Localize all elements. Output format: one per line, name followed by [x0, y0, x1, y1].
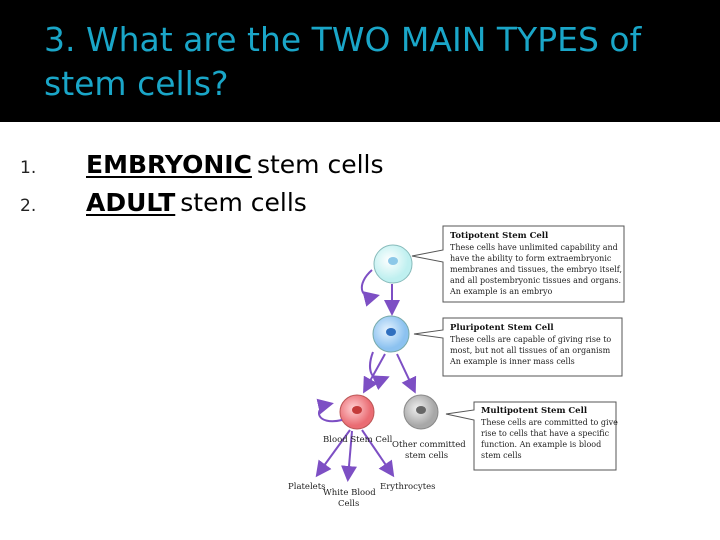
totipotent-heading: Totipotent Stem Cell [450, 231, 549, 241]
pluripotent-info-box: Pluripotent Stem Cell These cells are ca… [414, 318, 622, 376]
totipotent-cell [374, 245, 412, 283]
other-committed-cell [404, 395, 438, 429]
box-line: and all postembryonic tissues and organs… [450, 276, 621, 285]
arrow [365, 354, 385, 390]
self-renewal-arrow [319, 404, 342, 421]
multipotent-info-box: Multipotent Stem Cell These cells are co… [446, 402, 618, 470]
box-line: membranes and tissues, the embryo itself… [450, 265, 622, 274]
box-line: These cells have unlimited capability an… [450, 243, 618, 252]
pluripotent-heading: Pluripotent Stem Cell [450, 323, 554, 333]
box-line: An example is inner mass cells [449, 357, 575, 366]
box-line: stem cells [481, 451, 522, 460]
self-renewal-arrow [362, 270, 376, 297]
white-blood-cells-label: White Blood [323, 488, 376, 498]
white-blood-cells-label: Cells [338, 499, 359, 509]
other-committed-label: stem cells [405, 451, 448, 461]
box-line: function. An example is blood [481, 440, 601, 449]
box-line: most, but not all tissues of an organism [450, 346, 611, 355]
box-line: These cells are capable of giving rise t… [450, 335, 611, 344]
box-line: These cells are committed to give [481, 418, 618, 427]
other-committed-label: Other committed [392, 440, 466, 450]
blood-stem-cell [340, 395, 374, 429]
pluripotent-cell [373, 316, 409, 352]
blood-stem-cell-label: Blood Stem Cell [323, 435, 393, 445]
box-line: An example is an embryo [449, 287, 552, 296]
erythrocytes-label: Erythrocytes [380, 482, 436, 492]
platelets-label: Platelets [288, 482, 325, 492]
multipotent-heading: Multipotent Stem Cell [481, 406, 588, 416]
box-line: rise to cells that have a specific [481, 429, 610, 438]
box-line: have the ability to form extraembryonic [450, 254, 612, 263]
totipotent-info-box: Totipotent Stem Cell These cells have un… [412, 226, 624, 302]
arrow [397, 354, 414, 390]
